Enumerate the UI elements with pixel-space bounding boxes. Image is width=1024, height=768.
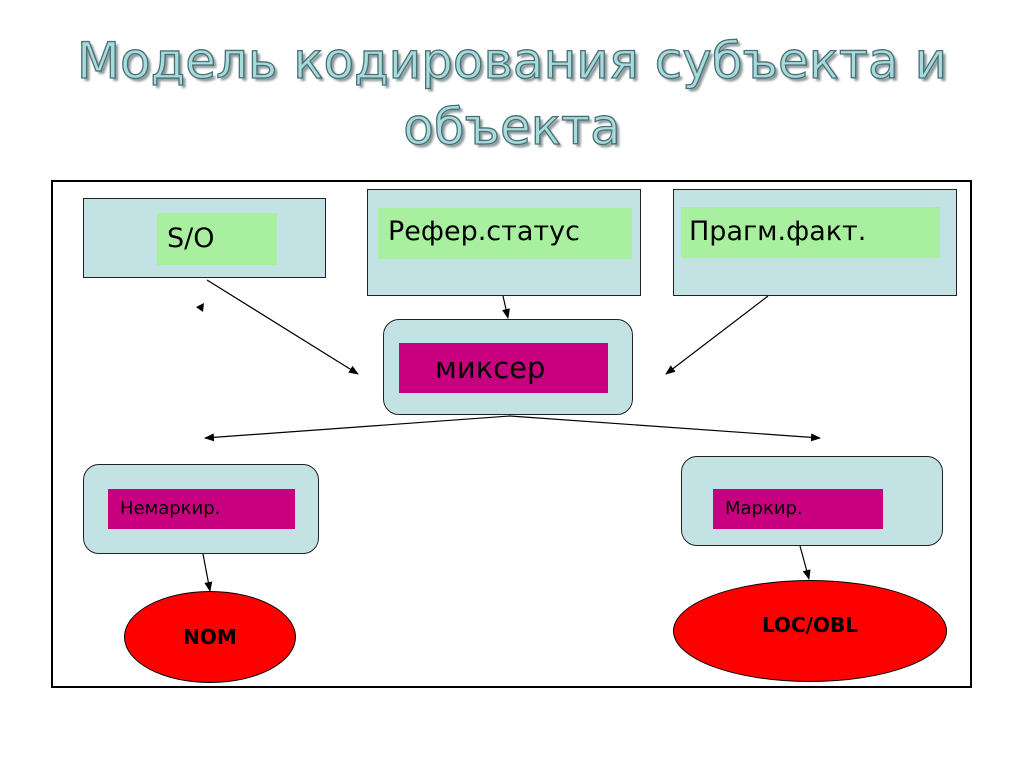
marked-label: Маркир.: [713, 489, 883, 529]
diagram-frame: [51, 180, 972, 688]
refer-status-label: Рефер.статус: [378, 208, 632, 259]
arrow-mixer-to-marked: [509, 415, 821, 442]
so-label: S/O: [157, 213, 277, 265]
nom-ellipse: NOM: [124, 591, 296, 683]
slide-title-line-2: объекта: [403, 97, 622, 156]
arrow-refer-to-mixer: [502, 295, 510, 319]
arrow-so-to-mixer: [206, 279, 359, 375]
nom-label: NOM: [183, 625, 237, 649]
pragm-fact-label: Прагм.факт.: [681, 207, 940, 258]
arrow-mixer-to-unmarked: [204, 415, 511, 442]
stray-arrowhead: [196, 303, 204, 312]
arrow-pragm-to-mixer: [665, 295, 769, 375]
mixer-label: миксер: [399, 343, 608, 393]
arrow-marked-to-loc-obl: [799, 545, 811, 580]
arrow-unmarked-to-nom: [202, 553, 213, 592]
slide-title: Модель кодирования субъекта и объекта: [40, 28, 984, 160]
unmarked-label: Немаркир.: [108, 489, 295, 529]
loc-obl-label: LOC/OBL: [761, 613, 858, 637]
loc-obl-ellipse: LOC/OBL: [673, 580, 947, 682]
slide-title-line-1: Модель кодирования субъекта и: [76, 31, 948, 90]
